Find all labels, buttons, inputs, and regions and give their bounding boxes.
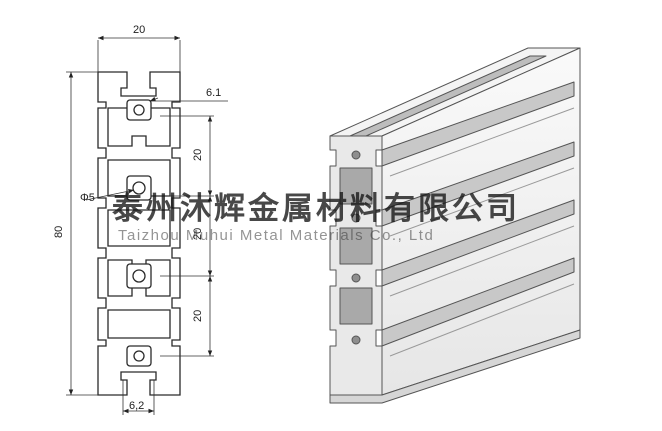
- profile-isometric-view: [329, 47, 581, 404]
- iso-end-cavity-3: [339, 287, 373, 325]
- watermark-company-cn: 泰州沐辉金属材料有限公司: [112, 191, 520, 227]
- iso-end-hole-4: [351, 335, 361, 345]
- iso-channel-1: [381, 81, 575, 167]
- iso-highlight-2: [389, 167, 575, 237]
- dim-width-top: 20: [133, 24, 145, 36]
- iso-highlight-3: [389, 225, 575, 297]
- dim-pitch-3: 20: [192, 310, 204, 322]
- dim-pitch-2: 20: [192, 228, 204, 240]
- iso-channel-2: [381, 141, 575, 227]
- center-hole-3: [132, 269, 146, 283]
- iso-end-cavity-1: [339, 167, 373, 205]
- iso-highlight-1: [389, 107, 575, 177]
- iso-highlight-4: [389, 283, 575, 357]
- cavity-3: [107, 209, 171, 247]
- center-hole-4: [133, 350, 145, 362]
- dim-height-total: 80: [53, 226, 65, 238]
- iso-bottom-edge: [329, 329, 581, 404]
- iso-end-hole-2: [351, 213, 361, 223]
- profile-cross-section: [97, 71, 181, 396]
- iso-channel-4: [381, 257, 575, 347]
- center-hole-1: [133, 104, 145, 116]
- iso-end-cavity-2: [339, 227, 373, 265]
- dimension-lines: [66, 35, 228, 415]
- dim-pitch-1: 20: [192, 149, 204, 161]
- iso-end-hole-3: [351, 273, 361, 283]
- cavity-5: [107, 309, 171, 339]
- dim-slot-top: 6.1: [206, 87, 221, 99]
- center-hole-2: [132, 181, 146, 195]
- watermark-company-en: Taizhou Muhui Metal Materials Co., Ltd: [118, 227, 435, 244]
- dim-hole-diameter: Φ5: [80, 192, 95, 204]
- iso-channel-3: [381, 199, 575, 287]
- dim-slot-bottom: 6,2: [129, 400, 144, 412]
- iso-end-hole-1: [351, 150, 361, 160]
